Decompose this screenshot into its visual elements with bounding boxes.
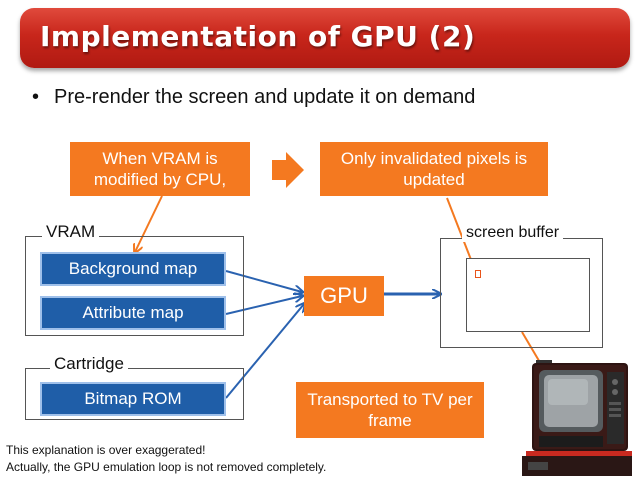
callout-invalidated-pixels: Only invalidated pixels is updated — [320, 142, 548, 196]
cartridge-label: Cartridge — [50, 354, 128, 374]
gpu-box: GPU — [304, 276, 384, 316]
slide-title: Implementation of GPU (2) — [40, 20, 476, 53]
screen-buffer-label: screen buffer — [462, 224, 564, 242]
bullet-point: • Pre-render the screen and update it on … — [32, 86, 475, 109]
vram-label: VRAM — [42, 222, 100, 242]
bitmap-rom-box: Bitmap ROM — [40, 382, 226, 416]
arrow-rom-to-gpu — [225, 304, 304, 399]
television-icon — [522, 360, 632, 476]
note-line-2: Actually, the GPU emulation loop is not … — [6, 460, 327, 474]
arrow-callout-to-vram — [135, 195, 163, 252]
background-map-box: Background map — [40, 252, 226, 286]
note-line-1: This explanation is over exaggerated! — [6, 443, 206, 457]
screen-buffer-frame — [466, 258, 590, 332]
block-arrow-icon — [272, 152, 304, 188]
bullet-text: Pre-render the screen and update it on d… — [54, 86, 476, 108]
callout-transported: Transported to TV per frame — [296, 382, 484, 438]
attribute-map-box: Attribute map — [40, 296, 226, 330]
vram-group — [25, 236, 244, 336]
cartridge-group — [25, 368, 244, 420]
arrow-background-to-gpu — [225, 270, 302, 292]
title-bar — [20, 8, 630, 68]
invalidated-pixel-marker — [475, 270, 481, 278]
callout-vram-modified: When VRAM is modified by CPU, — [70, 142, 250, 196]
arrow-attribute-to-gpu — [225, 296, 302, 315]
bullet-dot-icon: • — [32, 86, 40, 108]
